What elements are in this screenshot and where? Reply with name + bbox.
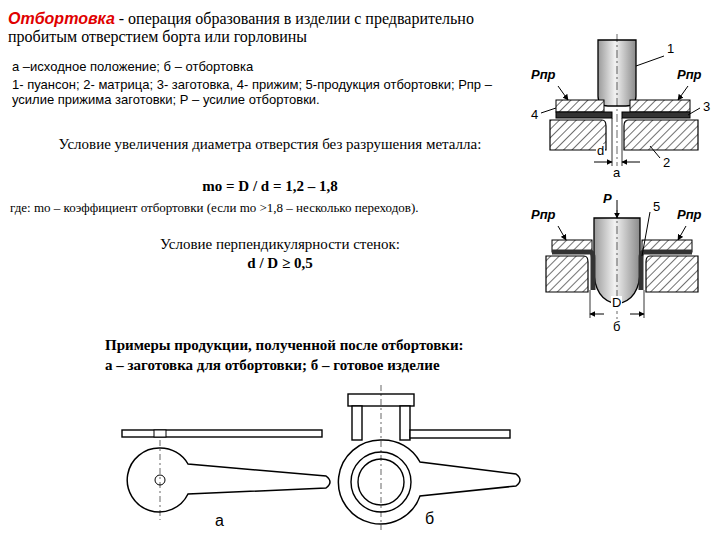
callout-number: 5 xyxy=(652,200,661,215)
product-finished xyxy=(338,385,520,530)
section-heading: а – заготовка для отбортовки; б – готово… xyxy=(105,357,535,374)
parts-legend: 1- пуансон; 2- матрица; 3- заготовка, 4-… xyxy=(12,78,502,108)
formula: mo = D / d = 1,2 – 1,8 xyxy=(40,178,500,195)
section-heading: Примеры продукции, полученной после отбо… xyxy=(105,337,535,354)
callout-number: 1 xyxy=(666,42,675,57)
dimension: d xyxy=(596,144,605,159)
figure-letter: б xyxy=(424,510,435,528)
callout-number: 4 xyxy=(530,108,539,123)
condition-text: Условие увеличения диаметра отверстия бе… xyxy=(40,136,500,153)
force-label: Рпр xyxy=(676,68,703,83)
condition-text: Условие перпендикулярности стенок: xyxy=(100,236,460,253)
dimension: D xyxy=(611,296,622,311)
callout-number: 2 xyxy=(662,156,671,171)
figure-letter: а xyxy=(612,166,621,181)
formula-note: где: mo – коэффициент отбортовки (если m… xyxy=(10,201,522,216)
definition-paragraph: Отбортовка - операция образования в изде… xyxy=(8,10,513,47)
figure-letter: а xyxy=(214,512,225,530)
callout-number: 3 xyxy=(702,100,711,115)
initial-position-figure xyxy=(541,34,700,176)
product-blank xyxy=(122,430,330,520)
force-label: Рпр xyxy=(676,208,703,223)
force-label: Р xyxy=(602,192,613,207)
force-label: Рпр xyxy=(530,68,557,83)
legend-note: а –исходное положение; б – отбортовка xyxy=(12,60,512,75)
heading: Отбортовка xyxy=(8,10,115,27)
formula: d / D ≥ 0,5 xyxy=(100,255,460,272)
force-label: Рпр xyxy=(530,208,557,223)
figure-letter: б xyxy=(612,320,621,335)
